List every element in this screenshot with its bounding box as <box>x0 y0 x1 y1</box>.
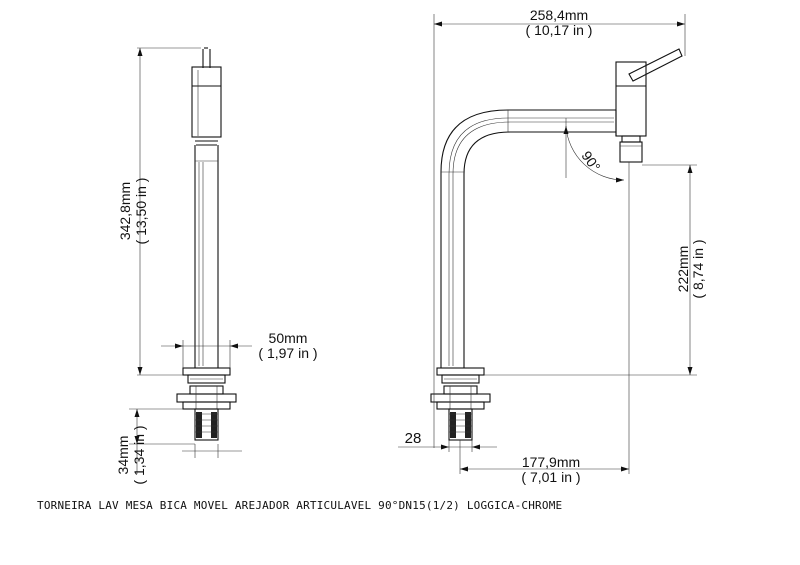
dim-thread-size: 28 <box>405 430 422 447</box>
dim-total-height-in: ( 13,50 in ) <box>133 178 149 245</box>
dim-reach-mm: 177,9mm <box>522 454 580 470</box>
dimension-reach <box>459 440 629 474</box>
side-view-faucet <box>430 48 683 441</box>
front-view-faucet <box>176 47 237 441</box>
dimension-base-diameter <box>161 340 252 368</box>
dim-outlet-height-mm: 222mm <box>675 246 691 293</box>
dimension-height-outlet <box>484 164 697 376</box>
dimension-thread-size <box>398 440 497 452</box>
dim-base-diameter-mm: 50mm <box>269 330 308 346</box>
dim-top-width-in: ( 10,17 in ) <box>526 22 593 38</box>
dim-top-width-mm: 258,4mm <box>530 7 588 23</box>
dim-thread-height-in: ( 1,34 in ) <box>131 425 147 484</box>
dim-total-height-mm: 342,8mm <box>117 182 133 240</box>
dimension-height-total <box>137 47 201 376</box>
drawing-caption: TORNEIRA LAV MESA BICA MOVEL AREJADOR AR… <box>37 499 563 512</box>
dimension-thread-height <box>129 408 242 474</box>
dim-outlet-height-in: ( 8,74 in ) <box>690 239 706 298</box>
dimension-width-top <box>433 14 686 448</box>
dim-base-diameter-in: ( 1,97 in ) <box>258 345 317 361</box>
angle-indicator <box>563 118 625 183</box>
dim-reach-in: ( 7,01 in ) <box>521 469 580 485</box>
dim-angle: 90° <box>578 148 603 175</box>
dim-thread-height-mm: 34mm <box>115 436 131 475</box>
